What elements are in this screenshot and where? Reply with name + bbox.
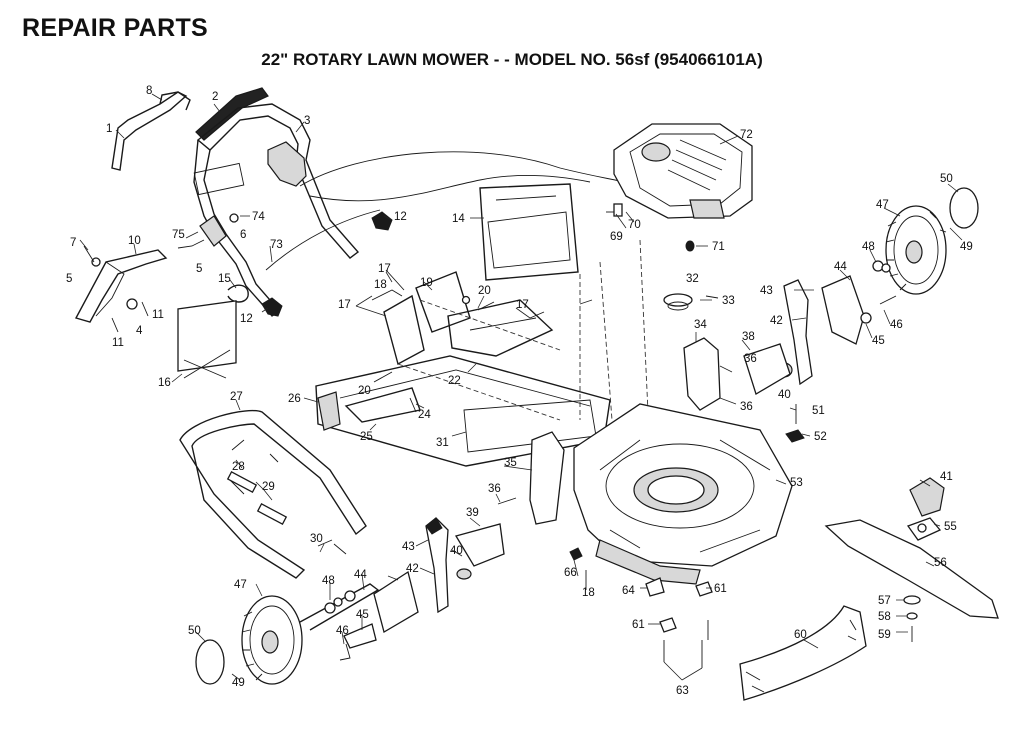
callout-44-left: 44 <box>354 569 367 581</box>
callout-40-right: 40 <box>778 389 791 401</box>
callout-8: 8 <box>146 85 152 97</box>
callout-11-left: 11 <box>112 337 124 349</box>
callout-75: 75 <box>172 229 185 241</box>
callout-36-left: 36 <box>488 483 501 495</box>
callout-50-right: 50 <box>940 173 953 185</box>
callout-24: 24 <box>418 409 431 421</box>
callout-56: 56 <box>934 557 947 569</box>
callout-38: 38 <box>742 331 755 343</box>
diagram-subtitle: 22" ROTARY LAWN MOWER - - MODEL NO. 56sf… <box>261 50 763 69</box>
callout-22: 22 <box>448 375 461 387</box>
callout-47-right: 47 <box>876 199 889 211</box>
page-title: REPAIR PARTS <box>22 14 209 42</box>
engine <box>606 123 753 252</box>
callout-26: 26 <box>288 393 301 405</box>
callout-1: 1 <box>106 123 112 135</box>
callout-70: 70 <box>628 219 641 231</box>
callout-36-b: 36 <box>744 353 757 365</box>
callout-28: 28 <box>232 461 245 473</box>
callout-35: 35 <box>504 457 517 469</box>
handle-assembly <box>74 87 641 379</box>
callout-73: 73 <box>270 239 283 251</box>
callout-44-right: 44 <box>834 261 847 273</box>
callout-48-left: 48 <box>322 575 335 587</box>
callout-59: 59 <box>878 629 891 641</box>
callout-3: 3 <box>304 115 310 127</box>
callout-7: 7 <box>70 237 76 249</box>
callout-29: 29 <box>262 481 275 493</box>
blade-assembly <box>739 477 999 701</box>
callout-15: 15 <box>218 273 231 285</box>
callout-74: 74 <box>252 211 265 223</box>
callout-66: 66 <box>564 567 577 579</box>
callout-48-right: 48 <box>862 241 875 253</box>
callout-5: 5 <box>66 273 72 285</box>
callout-17-a: 17 <box>378 263 391 275</box>
callout-labels: 1 2 3 8 74 6 75 5 7 10 5 73 12 15 12 11 … <box>66 85 973 697</box>
callout-52: 52 <box>814 431 827 443</box>
front-wheel-assembly <box>663 187 979 443</box>
callout-57: 57 <box>878 595 891 607</box>
callout-41: 41 <box>940 471 953 483</box>
callout-61-a: 61 <box>714 583 727 595</box>
callout-18-b: 18 <box>582 587 595 599</box>
callout-50-left: 50 <box>188 625 201 637</box>
callout-42-right: 42 <box>770 315 783 327</box>
callout-39: 39 <box>466 507 479 519</box>
callout-46-left: 46 <box>336 625 349 637</box>
callout-43-right: 43 <box>760 285 773 297</box>
callout-55: 55 <box>944 521 957 533</box>
callout-34: 34 <box>694 319 707 331</box>
callout-43-left: 43 <box>402 541 415 553</box>
mower-deck <box>529 403 793 668</box>
callout-45-right: 45 <box>872 335 885 347</box>
callout-17-b: 17 <box>338 299 351 311</box>
callout-64: 64 <box>622 585 635 597</box>
callout-12-upper: 12 <box>394 211 407 223</box>
callout-45-left: 45 <box>356 609 369 621</box>
leader-lines <box>79 93 963 681</box>
callout-31: 31 <box>436 437 449 449</box>
callout-72: 72 <box>740 129 753 141</box>
callout-19: 19 <box>420 277 433 289</box>
callout-40-left: 40 <box>450 545 463 557</box>
callout-47-left: 47 <box>234 579 247 591</box>
callout-71: 71 <box>712 241 725 253</box>
callout-20-a: 20 <box>478 285 491 297</box>
callout-49-right: 49 <box>960 241 973 253</box>
callout-33: 33 <box>722 295 735 307</box>
callout-17-c: 17 <box>516 299 529 311</box>
callout-42-left: 42 <box>406 563 419 575</box>
callout-20-b: 20 <box>358 385 371 397</box>
callout-4: 4 <box>136 325 143 337</box>
callout-60: 60 <box>794 629 807 641</box>
callout-27: 27 <box>230 391 243 403</box>
callout-53: 53 <box>790 477 803 489</box>
callout-51: 51 <box>812 405 825 417</box>
callout-25: 25 <box>360 431 373 443</box>
rear-handle-wheel-assembly <box>179 409 517 685</box>
callout-18-a: 18 <box>374 279 387 291</box>
callout-32: 32 <box>686 273 699 285</box>
callout-10: 10 <box>128 235 141 247</box>
bag-frame-assembly <box>315 183 649 467</box>
callout-63: 63 <box>676 685 689 697</box>
callout-5a: 5 <box>196 263 202 275</box>
callout-30: 30 <box>310 533 323 545</box>
callout-69: 69 <box>610 231 623 243</box>
callout-12-lower: 12 <box>240 313 253 325</box>
callout-11-right: 11 <box>152 309 164 321</box>
callout-58: 58 <box>878 611 891 623</box>
callout-46-right: 46 <box>890 319 903 331</box>
callout-61-b: 61 <box>632 619 645 631</box>
callout-14: 14 <box>452 213 465 225</box>
callout-2: 2 <box>212 91 218 103</box>
callout-49-left: 49 <box>232 677 245 689</box>
callout-36-c: 36 <box>740 401 753 413</box>
callout-6: 6 <box>240 229 246 241</box>
callout-16: 16 <box>158 377 171 389</box>
